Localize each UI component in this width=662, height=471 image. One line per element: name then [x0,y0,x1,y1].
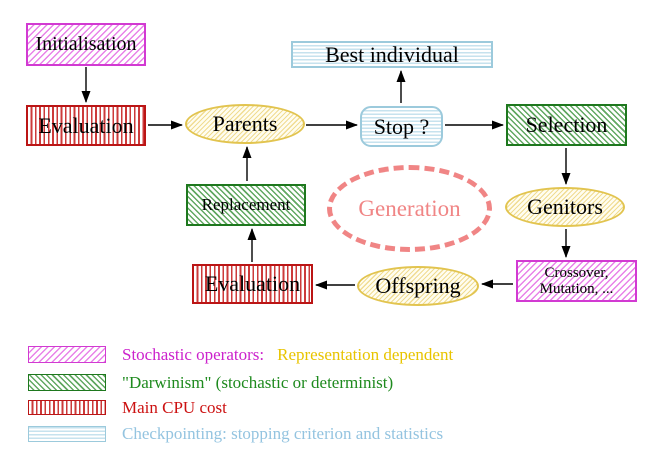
legend-label: Main CPU cost [122,397,227,417]
node-label: Parents [212,111,278,136]
node-label: Initialisation [35,33,137,55]
legend-swatch-magenta-hatch [28,346,106,363]
node-label: Selection [525,112,608,137]
node-label: Replacement [201,195,291,214]
legend-swatch-green-hatch [28,374,106,391]
legend-label: "Darwinism" (stochastic or determinist) [122,372,394,392]
node-label-line1: Crossover, [544,264,609,281]
node-parents: Parents [185,104,305,144]
node-label-line2: Mutation, ... [539,281,614,297]
legend-row-stochastic: Stochastic operators: Representation dep… [28,344,454,364]
node-label: Best individual [325,41,459,67]
node-label: Offspring [375,273,461,298]
node-label: Evaluation [38,112,134,138]
legend-row-darwinism: "Darwinism" (stochastic or determinist) [28,372,394,392]
legend-row-checkpointing: Checkpointing: stopping criterion and st… [28,424,444,443]
node-stop: Stop ? [360,106,443,147]
legend-label: Checkpointing: stopping criterion and st… [122,424,444,443]
node-genitors: Genitors [505,187,625,227]
legend-label: Stochastic operators: [122,344,265,364]
node-label: Genitors [527,194,603,219]
node-label: Generation [358,195,461,221]
node-evaluation-top: Evaluation [26,105,146,146]
legend-swatch-cyan-stripes [28,426,106,442]
node-selection: Selection [506,104,627,146]
legend-row-cpu-cost: Main CPU cost [28,397,227,417]
node-evaluation-bottom: Evaluation [192,264,313,304]
node-best-individual: Best individual [291,41,493,68]
legend-swatch-red-stripes [28,400,106,415]
node-label: Evaluation [204,271,301,296]
node-label: Stop ? [373,113,430,139]
node-offspring: Offspring [357,266,479,306]
legend-label-secondary: Representation dependent [277,344,454,364]
node-crossover-mutation: Crossover, Mutation, ... [516,260,637,302]
node-replacement: Replacement [186,184,306,226]
node-initialisation: Initialisation [26,23,146,66]
node-generation: Generation [327,165,492,252]
